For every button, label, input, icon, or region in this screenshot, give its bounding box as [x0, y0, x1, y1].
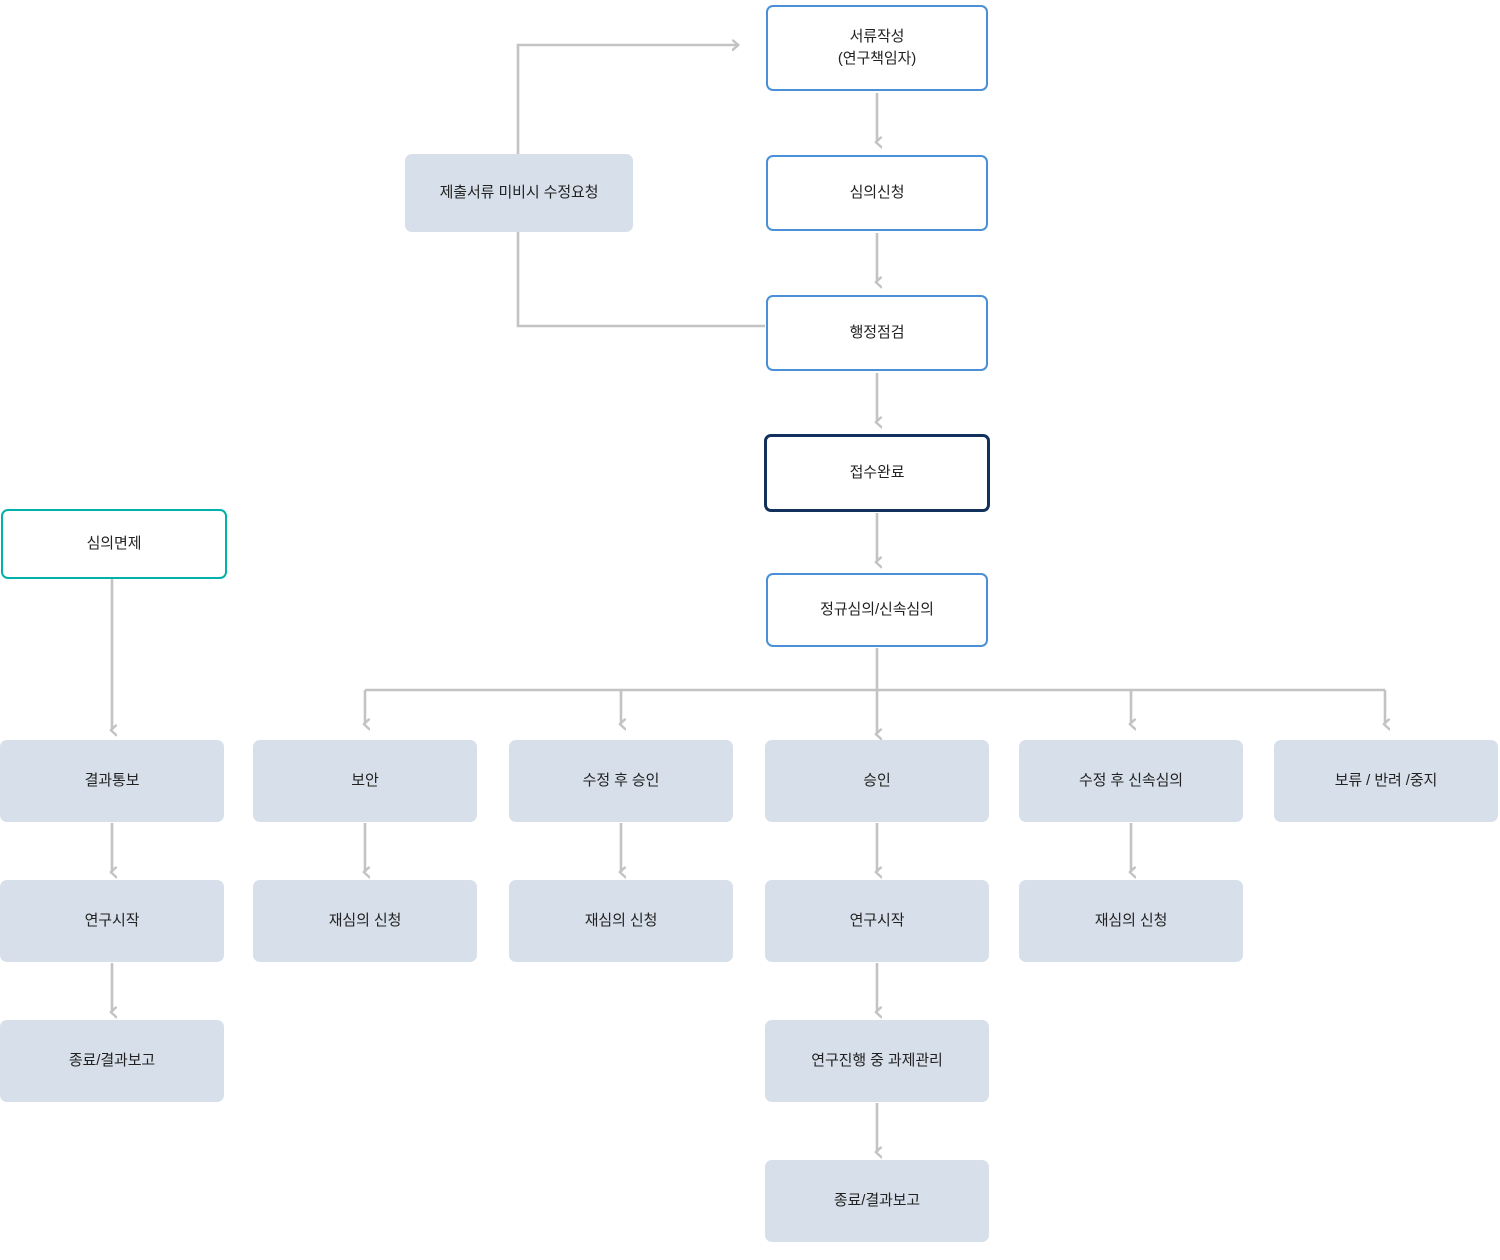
- node-label: 승인: [863, 772, 891, 790]
- node-label: 종료/결과보고: [833, 1192, 921, 1210]
- node-label: 재심의 신청: [1094, 912, 1168, 930]
- node-label: 재심의 신청: [584, 912, 658, 930]
- node-reception-complete[interactable]: 접수완료: [764, 434, 990, 512]
- node-research-start-approval[interactable]: 연구시작: [765, 880, 989, 962]
- node-ongoing-project-management[interactable]: 연구진행 중 과제관리: [765, 1020, 989, 1102]
- node-label: 정규심의/신속심의: [820, 601, 934, 619]
- node-label: 결과통보: [84, 772, 140, 790]
- node-hold-return-suspend[interactable]: 보류 / 반려 /중지: [1274, 740, 1498, 822]
- node-final-report-exemption[interactable]: 종료/결과보고: [0, 1020, 224, 1102]
- node-approve-after-revision[interactable]: 수정 후 승인: [509, 740, 733, 822]
- node-label: 심의면제: [86, 535, 142, 553]
- node-label: 보안: [351, 772, 379, 790]
- node-label: 연구시작: [849, 912, 905, 930]
- node-label: 제출서류 미비시 수정요청: [439, 184, 599, 202]
- node-research-start-exemption[interactable]: 연구시작: [0, 880, 224, 962]
- node-label: 연구시작: [84, 912, 140, 930]
- node-label: 수정 후 신속심의: [1078, 772, 1184, 790]
- node-review-exemption[interactable]: 심의면제: [1, 509, 227, 579]
- node-regular-expedited-review[interactable]: 정규심의/신속심의: [766, 573, 988, 647]
- node-label: 서류작성 (연구책임자): [837, 28, 917, 67]
- node-approval[interactable]: 승인: [765, 740, 989, 822]
- node-label: 접수완료: [849, 464, 905, 482]
- node-final-report-approval[interactable]: 종료/결과보고: [765, 1160, 989, 1242]
- node-expedited-after-revision[interactable]: 수정 후 신속심의: [1019, 740, 1243, 822]
- node-revision-request[interactable]: 제출서류 미비시 수정요청: [405, 154, 633, 232]
- node-result-notice[interactable]: 결과통보: [0, 740, 224, 822]
- node-label: 보류 / 반려 /중지: [1334, 772, 1438, 790]
- node-label: 재심의 신청: [328, 912, 402, 930]
- node-label: 종료/결과보고: [68, 1052, 156, 1070]
- node-administrative-check[interactable]: 행정점검: [766, 295, 988, 371]
- node-reapply-expedited[interactable]: 재심의 신청: [1019, 880, 1243, 962]
- node-security[interactable]: 보안: [253, 740, 477, 822]
- node-reapply-revision-approval[interactable]: 재심의 신청: [509, 880, 733, 962]
- node-document-preparation[interactable]: 서류작성 (연구책임자): [766, 5, 988, 91]
- node-review-application[interactable]: 심의신청: [766, 155, 988, 231]
- node-label: 심의신청: [849, 184, 905, 202]
- node-label: 행정점검: [849, 324, 905, 342]
- node-reapply-security[interactable]: 재심의 신청: [253, 880, 477, 962]
- node-label: 연구진행 중 과제관리: [811, 1052, 943, 1070]
- node-label: 수정 후 승인: [582, 772, 660, 790]
